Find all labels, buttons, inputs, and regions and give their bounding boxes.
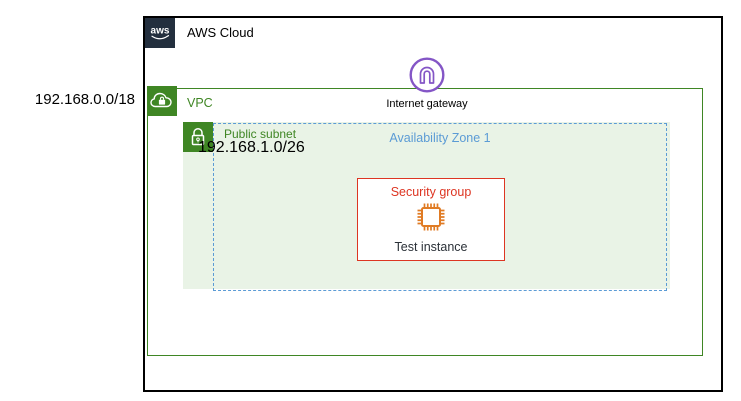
aws-logo-icon: aws bbox=[145, 18, 175, 48]
aws-logo-text: aws bbox=[151, 26, 170, 37]
availability-zone-title: Availability Zone 1 bbox=[389, 131, 491, 145]
security-group-title: Security group bbox=[390, 185, 472, 199]
vpc-icon bbox=[147, 86, 177, 116]
public-subnet-lock-icon bbox=[183, 122, 213, 152]
internet-gateway-title: Internet gateway bbox=[386, 98, 468, 110]
vpc-title: VPC bbox=[187, 96, 213, 110]
security-group-container bbox=[357, 178, 505, 261]
instance-title: Test instance bbox=[394, 240, 468, 254]
ec2-instance-icon bbox=[414, 200, 448, 234]
aws-cloud-title: AWS Cloud bbox=[187, 25, 254, 40]
public-subnet-title: Public subnet bbox=[224, 127, 297, 141]
availability-zone-container bbox=[213, 123, 667, 291]
public-subnet-cidr-label: 192.168.1.0/26 bbox=[198, 139, 305, 156]
vpc-cidr-external-label: 192.168.0.0/18 bbox=[34, 91, 135, 108]
internet-gateway-icon bbox=[408, 56, 446, 94]
